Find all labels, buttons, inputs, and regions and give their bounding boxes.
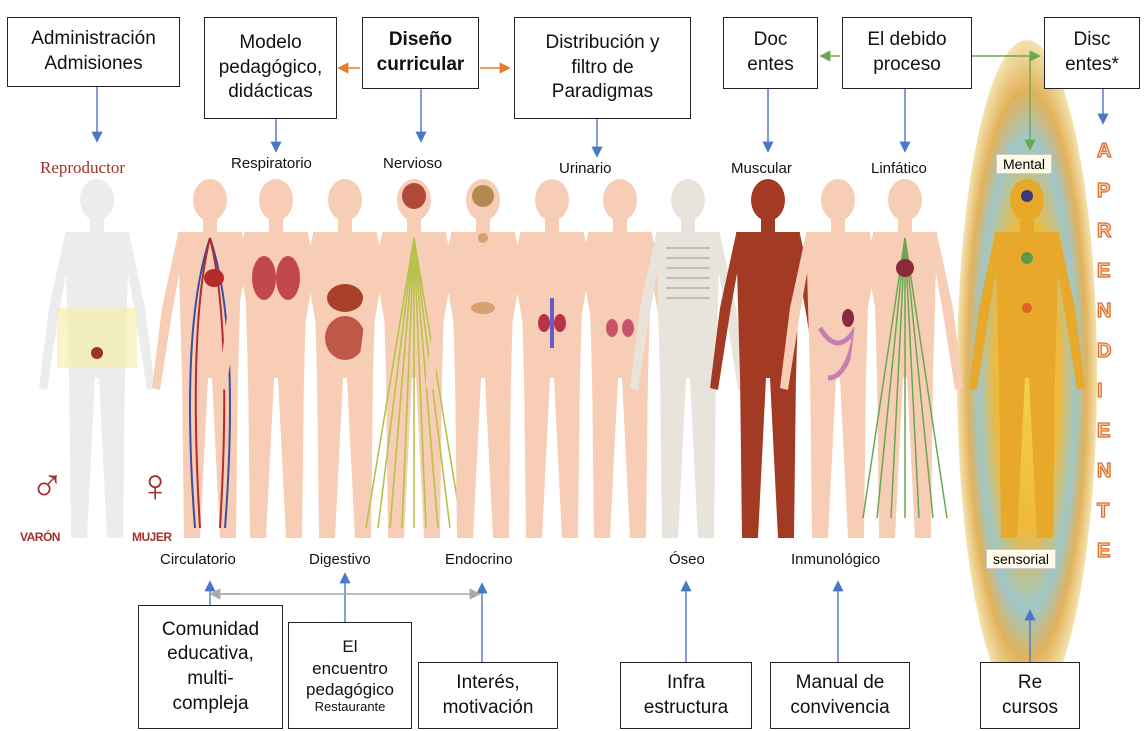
- box-comunidad-educativa: Comunidad educativa, multi- compleja: [138, 605, 283, 729]
- box-distribucion-paradigmas: Distribución y filtro de Paradigmas: [514, 17, 691, 119]
- box-debido-proceso: El debido proceso: [842, 17, 972, 89]
- box-modelo-pedagogico: Modelo pedagógico, didácticas: [204, 17, 337, 119]
- box-infraestructura: Infra estructura: [620, 662, 752, 729]
- box-interes-motivacion: Interés, motivación: [418, 662, 558, 729]
- box-discentes: Disc entes*: [1044, 17, 1140, 89]
- encuentro-small-text: Restaurante: [315, 700, 386, 714]
- box-administracion-admisiones: Administración Admisiones: [7, 17, 180, 87]
- box-encuentro-pedagogico: El encuentro pedagógico Restaurante: [288, 622, 412, 729]
- box-docentes: Doc entes: [723, 17, 818, 89]
- box-recursos: Re cursos: [980, 662, 1080, 729]
- box-manual-convivencia: Manual de convivencia: [770, 662, 910, 729]
- encuentro-main-text: El encuentro pedagógico: [306, 636, 394, 700]
- box-diseno-curricular: Diseño curricular: [362, 17, 479, 89]
